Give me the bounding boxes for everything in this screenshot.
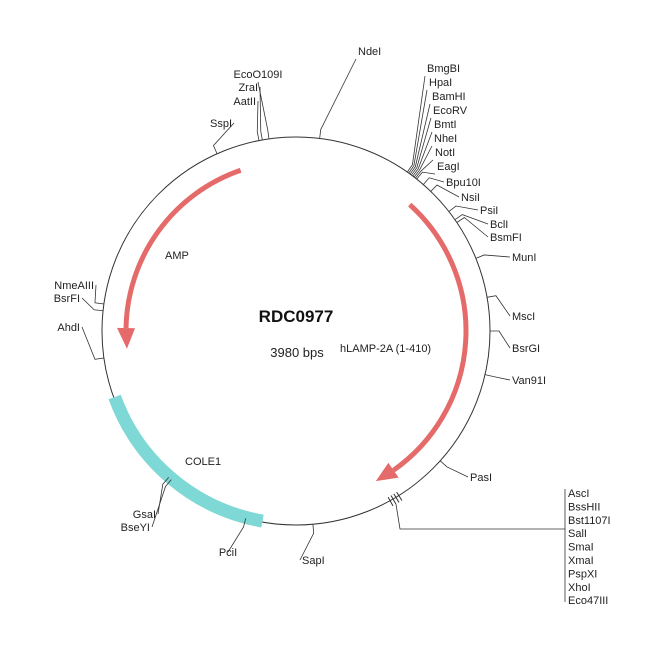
site-label-ecorv: EcoRV xyxy=(433,105,468,117)
site-line xyxy=(94,284,104,305)
site-label-eagi: EagI xyxy=(437,161,460,173)
site-line xyxy=(413,145,433,178)
site-group-line xyxy=(395,504,565,530)
site-line xyxy=(412,131,433,177)
site-line xyxy=(456,216,489,238)
site-line xyxy=(81,326,104,360)
site-label-bmti: BmtI xyxy=(434,119,457,131)
site-label-xmai: XmaI xyxy=(568,555,594,567)
site-label-noti: NotI xyxy=(435,147,455,159)
site-label-bseyi: BseYI xyxy=(121,522,150,534)
site-line xyxy=(484,374,511,381)
site-line xyxy=(299,524,315,561)
site-line xyxy=(212,122,235,154)
site-label-xhoi: XhoI xyxy=(568,582,591,594)
site-tick xyxy=(393,493,400,503)
site-label-zrai: ZraI xyxy=(238,82,258,94)
site-line xyxy=(454,214,489,225)
site-tick xyxy=(396,491,403,501)
site-label-smai: SmaI xyxy=(568,542,594,554)
site-label-nmeaiii: NmeAIII xyxy=(54,280,94,292)
site-line xyxy=(415,159,434,179)
site-label-aatii: AatII xyxy=(233,96,256,108)
site-line xyxy=(409,103,431,175)
site-label-muni: MunI xyxy=(512,252,536,264)
site-label-bsrfi: BsrFI xyxy=(54,293,80,305)
site-label-psii: PsiI xyxy=(480,205,498,217)
site-line xyxy=(411,117,432,176)
site-line xyxy=(448,205,479,212)
site-label-bcli: BclI xyxy=(490,219,508,231)
site-label-msci: MscI xyxy=(512,311,535,323)
site-line xyxy=(475,254,511,259)
site-label-bsmfi: BsmFI xyxy=(490,232,522,244)
site-line xyxy=(81,297,104,312)
site-line xyxy=(430,184,460,198)
site-line xyxy=(408,89,428,174)
site-label-gsai: GsaI xyxy=(133,509,156,521)
hlamp-arrow-head xyxy=(375,462,399,482)
site-line xyxy=(227,518,247,553)
site-label-hpai: HpaI xyxy=(429,77,452,89)
site-label-sapi: SapI xyxy=(302,555,325,567)
site-label-bamhi: BamHI xyxy=(432,91,466,103)
site-label-pasi: PasI xyxy=(470,472,492,484)
site-tick xyxy=(387,496,394,507)
site-line xyxy=(157,477,170,515)
site-line xyxy=(256,100,260,141)
site-line xyxy=(406,75,426,173)
site-label-pcii: PciI xyxy=(219,547,237,559)
site-label-sali: SalI xyxy=(568,528,587,540)
site-label-nhei: NheI xyxy=(434,133,457,145)
site-line xyxy=(486,295,511,317)
site-label-asci: AscI xyxy=(568,488,589,500)
site-line xyxy=(319,58,357,139)
site-tick xyxy=(390,495,397,505)
site-line xyxy=(151,479,172,528)
site-label-ecoo109i: EcoO109I xyxy=(234,69,283,81)
site-label-bst1107i: Bst1107I xyxy=(568,515,611,527)
site-line xyxy=(416,171,436,180)
site-label-bmgbi: BmgBI xyxy=(427,63,460,75)
site-label-pspxi: PspXI xyxy=(568,568,597,580)
site-label-bpu10i: Bpu10I xyxy=(446,177,481,189)
cole1-feature xyxy=(108,394,264,528)
site-label-sspi: SspI xyxy=(210,118,232,130)
site-label-bsrgi: BsrGI xyxy=(512,343,540,355)
site-label-eco47iii: Eco47III xyxy=(568,595,608,607)
plasmid-name: RDC0977 xyxy=(259,307,334,326)
site-line xyxy=(257,81,270,139)
amp-arrow-head xyxy=(117,327,136,349)
feature-label-hlamp: hLAMP-2A (1-410) xyxy=(340,343,431,355)
plasmid-size: 3980 bps xyxy=(270,345,324,360)
site-line xyxy=(439,460,469,478)
feature-label-cole1: COLE1 xyxy=(185,456,221,468)
site-label-ndei: NdeI xyxy=(358,46,381,58)
site-label-ahdi: AhdI xyxy=(57,322,80,334)
hlamp-arrow xyxy=(392,202,469,473)
site-line xyxy=(422,177,445,185)
site-line xyxy=(259,86,263,141)
amp-arrow xyxy=(123,167,242,329)
site-line xyxy=(490,330,511,349)
site-label-nsii: NsiI xyxy=(461,192,480,204)
site-label-van91i: Van91I xyxy=(512,375,546,387)
site-label-bsshii: BssHII xyxy=(568,501,600,513)
feature-label-amp: AMP xyxy=(165,250,189,262)
